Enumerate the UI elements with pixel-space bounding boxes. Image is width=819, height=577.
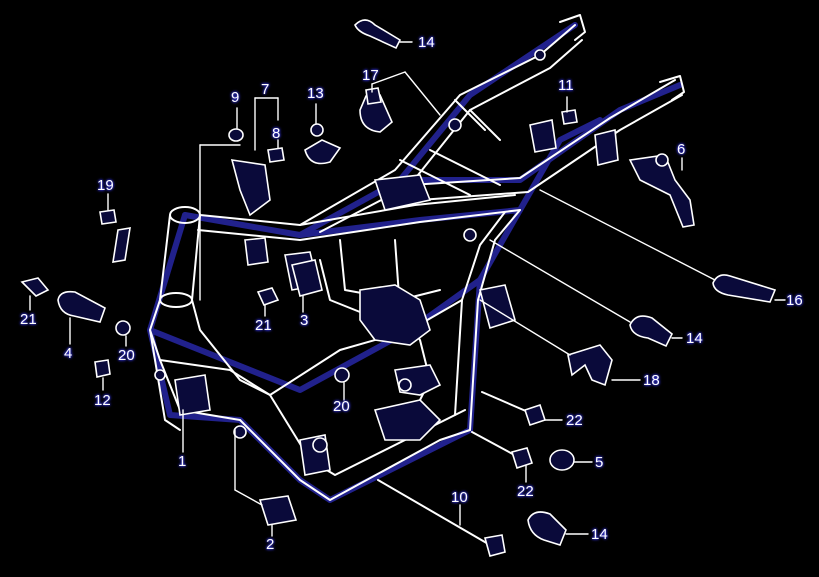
strap-16 <box>712 274 777 303</box>
long-bolt-10-shank <box>377 479 491 546</box>
callout-12: 12 <box>94 392 111 409</box>
callout-2: 2 <box>266 536 275 553</box>
long-bolt-10-head <box>483 534 506 557</box>
callout-6: 6 <box>677 141 686 158</box>
bolt-22-upper-head <box>523 403 547 427</box>
washer-9 <box>228 128 244 142</box>
frame-bolt <box>448 118 462 132</box>
rear-loop-right-end <box>659 75 685 101</box>
engine-mount-plate <box>359 284 431 346</box>
clamp-17-block <box>365 87 382 105</box>
plate-19 <box>112 227 131 263</box>
mount-4 <box>57 290 106 323</box>
callout-20-mid: 20 <box>333 398 350 415</box>
bolt-21-left <box>20 277 50 297</box>
bolt-22-lower-head <box>510 447 534 470</box>
cradle-bracket <box>174 374 211 416</box>
callout-10: 10 <box>451 489 468 506</box>
callout-17: 17 <box>362 67 379 84</box>
spacer-2 <box>258 495 298 526</box>
bracket-7 <box>230 159 271 217</box>
cross-tube-upper <box>399 149 501 196</box>
rear-upright-outer <box>469 209 521 431</box>
frame-bolt <box>398 378 412 392</box>
callout-14-bottom: 14 <box>591 526 608 543</box>
callout-22-lower: 22 <box>517 483 534 500</box>
rear-tab-bracket-2 <box>529 119 557 153</box>
clamp-14-top <box>354 19 402 50</box>
callout-18: 18 <box>643 372 660 389</box>
top-tube-upper <box>199 194 516 226</box>
bolt-19 <box>99 209 117 225</box>
callout-5: 5 <box>595 454 604 471</box>
callout-7: 7 <box>261 81 270 98</box>
nut-12 <box>94 359 111 378</box>
bracket-6-nut <box>655 153 669 167</box>
nut-20-left <box>115 320 131 336</box>
callout-1: 1 <box>178 453 187 470</box>
top-gusset <box>373 174 432 211</box>
cross-tube-rear <box>454 99 501 141</box>
callout-22-upper: 22 <box>566 412 583 429</box>
bracket-6 <box>628 154 695 228</box>
nut-20-mid <box>334 367 350 383</box>
main-frame <box>149 14 685 501</box>
down-tube-cradle <box>149 329 271 431</box>
lower-rail-inner <box>269 394 466 476</box>
frame-bolt <box>233 425 247 439</box>
callout-13: 13 <box>307 85 324 102</box>
frame-bolt <box>534 49 546 61</box>
bolt-21-mid <box>256 287 280 306</box>
upper-rail-right <box>409 79 676 186</box>
callout-4: 4 <box>64 345 73 362</box>
top-tube-lower <box>197 209 521 241</box>
front-tab-bracket <box>244 237 269 266</box>
bracket-18 <box>567 344 613 387</box>
bolt-8 <box>267 147 285 163</box>
band-13 <box>304 139 342 165</box>
rear-upright-inner <box>454 211 506 416</box>
callout-8: 8 <box>272 125 281 142</box>
lower-rail-outer <box>239 419 471 501</box>
upper-rail-right-inner <box>419 94 683 201</box>
callout-21-left: 21 <box>20 311 37 328</box>
steering-head-bottom <box>159 292 193 308</box>
callout-21-mid: 21 <box>255 317 272 334</box>
callout-20-left: 20 <box>118 347 135 364</box>
callout-16: 16 <box>786 292 803 309</box>
frame-bolt <box>312 437 328 453</box>
callout-3: 3 <box>300 312 309 329</box>
band-13-nut <box>310 123 324 137</box>
collar-5 <box>549 449 575 471</box>
upper-rail-left <box>299 24 576 226</box>
rear-mount-bracket <box>479 284 516 330</box>
callout-9: 9 <box>231 89 240 106</box>
loose-parts <box>20 19 777 557</box>
lower-bracket-plate <box>373 399 442 441</box>
rear-tab-bracket <box>594 128 619 167</box>
bolt-11 <box>561 109 578 125</box>
callout-14-top: 14 <box>418 34 435 51</box>
clamp-14-right <box>629 315 674 348</box>
down-tube-right <box>191 299 271 396</box>
frame-bolt <box>463 228 477 242</box>
leader-lines <box>29 41 786 537</box>
callout-14-right: 14 <box>686 330 703 347</box>
rear-loop-left-end <box>559 14 586 41</box>
clamp-14-bottom <box>527 511 567 546</box>
callout-11: 11 <box>558 77 574 94</box>
callout-19: 19 <box>97 177 114 194</box>
bracket-3 <box>291 259 323 297</box>
frame-bolt <box>154 369 166 381</box>
